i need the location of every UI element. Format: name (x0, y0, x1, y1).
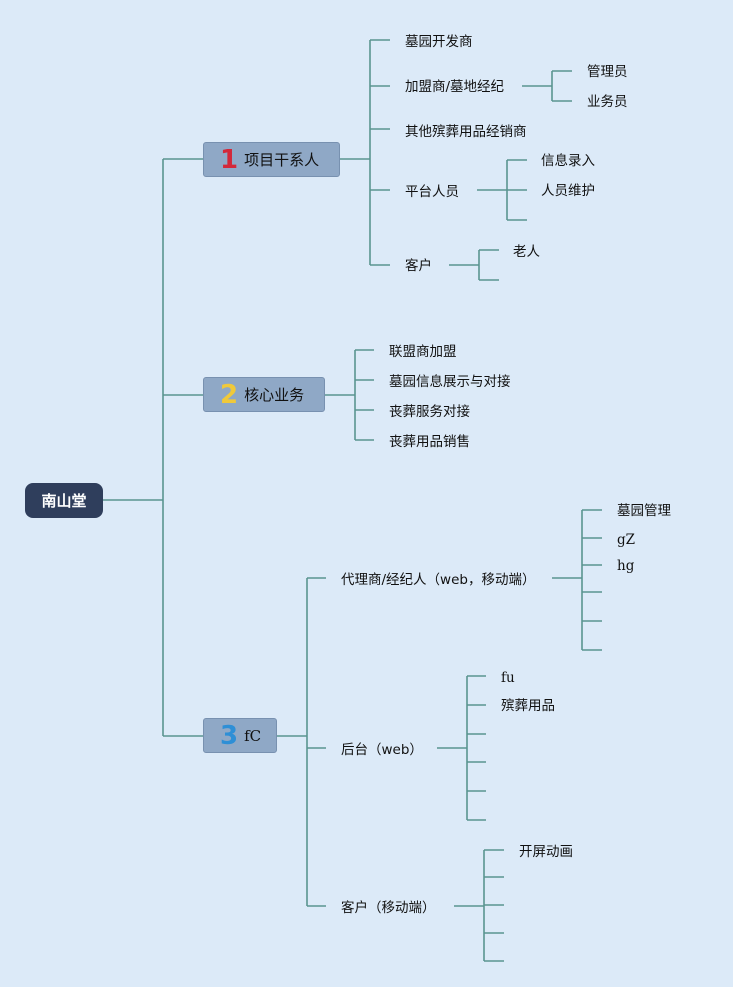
topic-customer-mobile[interactable]: 客户（移动端） (341, 900, 436, 916)
topic-customer[interactable]: 客户 (405, 258, 432, 274)
number-three-icon: 3 (220, 720, 239, 751)
topic-info-entry[interactable]: 信息录入 (541, 153, 595, 169)
topic-elderly[interactable]: 老人 (513, 244, 540, 260)
topic-platform-staff[interactable]: 平台人员 (405, 184, 459, 200)
topic-fu[interactable]: fu (501, 670, 515, 686)
branch-node-fc[interactable]: 3 fC (203, 718, 277, 753)
topic-funeral-products[interactable]: 殡葬用品 (501, 698, 555, 714)
topic-staff-maintenance[interactable]: 人员维护 (541, 183, 595, 199)
root-node[interactable]: 南山堂 (25, 483, 103, 518)
topic-cemetery-developer[interactable]: 墓园开发商 (405, 34, 473, 50)
branch-label: 项目干系人 (244, 151, 320, 169)
topic-funeral-supplies[interactable]: 丧葬用品销售 (389, 434, 470, 450)
topic-cemetery-management[interactable]: 墓园管理 (617, 503, 671, 519)
branch-label: fC (244, 726, 262, 745)
topic-cemetery-info[interactable]: 墓园信息展示与对接 (389, 374, 511, 390)
topic-funeral-service[interactable]: 丧葬服务对接 (389, 404, 470, 420)
topic-salesperson[interactable]: 业务员 (587, 94, 628, 110)
topic-agent-broker[interactable]: 代理商/经纪人（web，移动端） (341, 572, 536, 588)
topic-gz[interactable]: gZ (617, 532, 636, 548)
topic-hg[interactable]: hg (617, 558, 635, 574)
number-one-icon: 1 (220, 144, 239, 175)
branch-node-core-business[interactable]: 2 核心业务 (203, 377, 325, 412)
topic-administrator[interactable]: 管理员 (587, 64, 628, 80)
number-two-icon: 2 (220, 379, 239, 410)
topic-splash-animation[interactable]: 开屏动画 (519, 844, 573, 860)
topic-other-dealers[interactable]: 其他殡葬用品经销商 (405, 124, 527, 140)
branch-label: 核心业务 (244, 386, 305, 404)
branch-node-stakeholders[interactable]: 1 项目干系人 (203, 142, 340, 177)
topic-alliance-join[interactable]: 联盟商加盟 (389, 344, 457, 360)
topic-backend[interactable]: 后台（web） (341, 742, 423, 758)
topic-franchisee-broker[interactable]: 加盟商/墓地经纪 (405, 79, 505, 95)
